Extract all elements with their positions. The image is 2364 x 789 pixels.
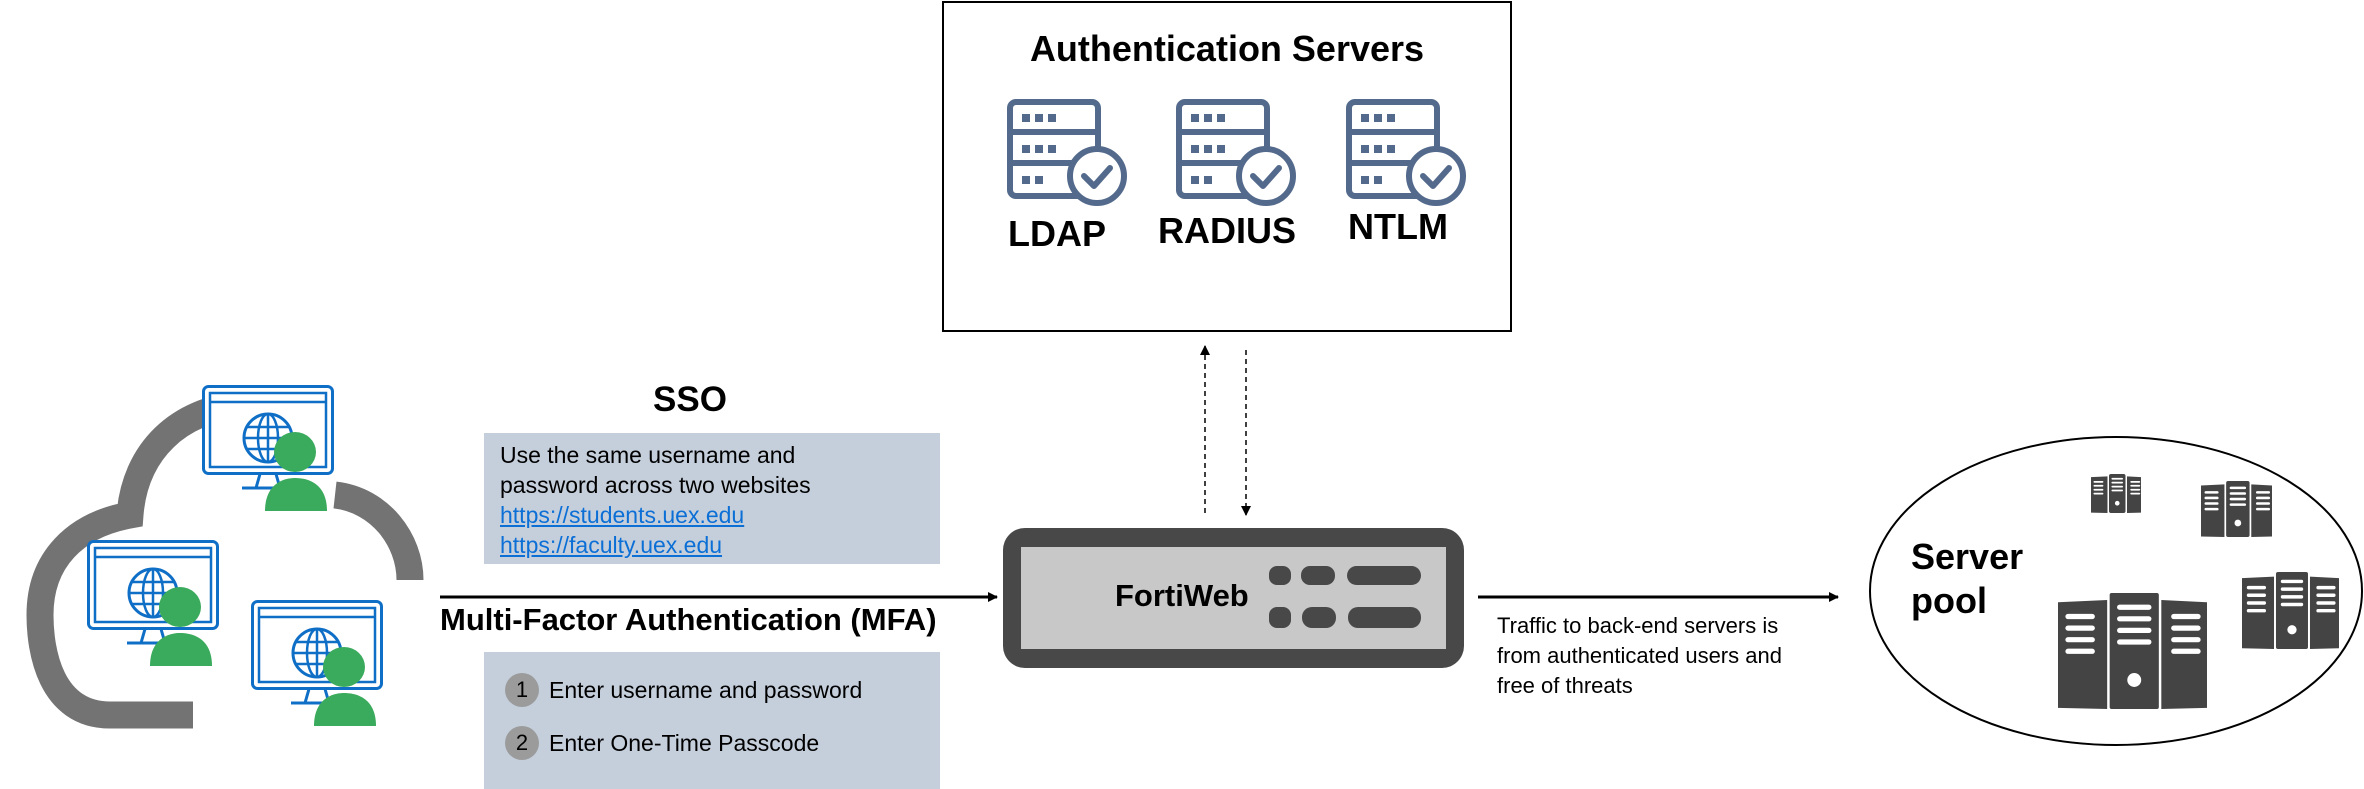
traffic-note-line: Traffic to back-end servers is (1497, 613, 1779, 638)
step-text: Enter username and password (549, 676, 863, 703)
server-rack-icon (2201, 481, 2272, 537)
step-number-badge: 2 (505, 726, 539, 760)
server-check-icon-radius (1176, 99, 1296, 206)
sso-title: SSO (653, 380, 727, 419)
port-led (1347, 566, 1421, 585)
mfa-step: 1 Enter username and password (505, 673, 862, 707)
step-text: Enter One-Time Passcode (549, 729, 820, 756)
auth-server-label-ntlm: NTLM (1348, 206, 1448, 247)
user-workstation-icon (251, 600, 383, 726)
students-site-link[interactable]: https://students.uex.edu (500, 502, 745, 528)
user-workstation-icon (87, 540, 219, 666)
server-pool-label: Server pool (1911, 535, 2023, 623)
server-check-icon-ldap (1007, 99, 1127, 206)
server-check-icon-ntlm (1346, 99, 1466, 206)
server-pool-ellipse (1869, 436, 2363, 746)
server-rack-icon (2058, 593, 2207, 709)
traffic-note: Traffic to back-end servers is from auth… (1497, 611, 1782, 701)
port-led (1269, 607, 1291, 628)
server-rack-icon (2242, 572, 2339, 649)
server-pool-label-line: Server (1911, 536, 2024, 577)
authentication-servers-title: Authentication Servers (1029, 28, 1425, 69)
user-icon (314, 647, 376, 726)
user-workstation-icon (202, 385, 334, 511)
sso-info-box (484, 433, 940, 564)
auth-server-label-ldap: LDAP (1008, 213, 1106, 254)
server-rack-icon (2091, 474, 2141, 513)
port-led (1348, 607, 1421, 628)
user-icon (265, 432, 327, 511)
auth-server-label-radius: RADIUS (1157, 210, 1296, 251)
faculty-site-link[interactable]: https://faculty.uex.edu (500, 532, 723, 558)
port-led (1269, 566, 1291, 585)
fortiweb-label: FortiWeb (1115, 578, 1249, 613)
mfa-info-box (484, 652, 940, 789)
traffic-note-line: from authenticated users and (1497, 643, 1782, 668)
authentication-servers-box (942, 1, 1512, 332)
mfa-title: Multi-Factor Authentication (MFA) (440, 602, 937, 637)
sso-description-line: Use the same username and (500, 442, 796, 468)
step-number-badge: 1 (505, 673, 539, 707)
port-led (1301, 566, 1335, 585)
sso-description-line: password across two websites (500, 472, 811, 498)
mfa-step: 2 Enter One-Time Passcode (505, 726, 819, 760)
traffic-note-line: free of threats (1497, 673, 1633, 698)
server-pool-label-line: pool (1911, 580, 1987, 621)
port-led (1302, 607, 1336, 628)
sso-description: Use the same username and password acros… (500, 440, 811, 560)
user-icon (150, 587, 212, 666)
fortiweb-front-panel (1021, 547, 1446, 649)
